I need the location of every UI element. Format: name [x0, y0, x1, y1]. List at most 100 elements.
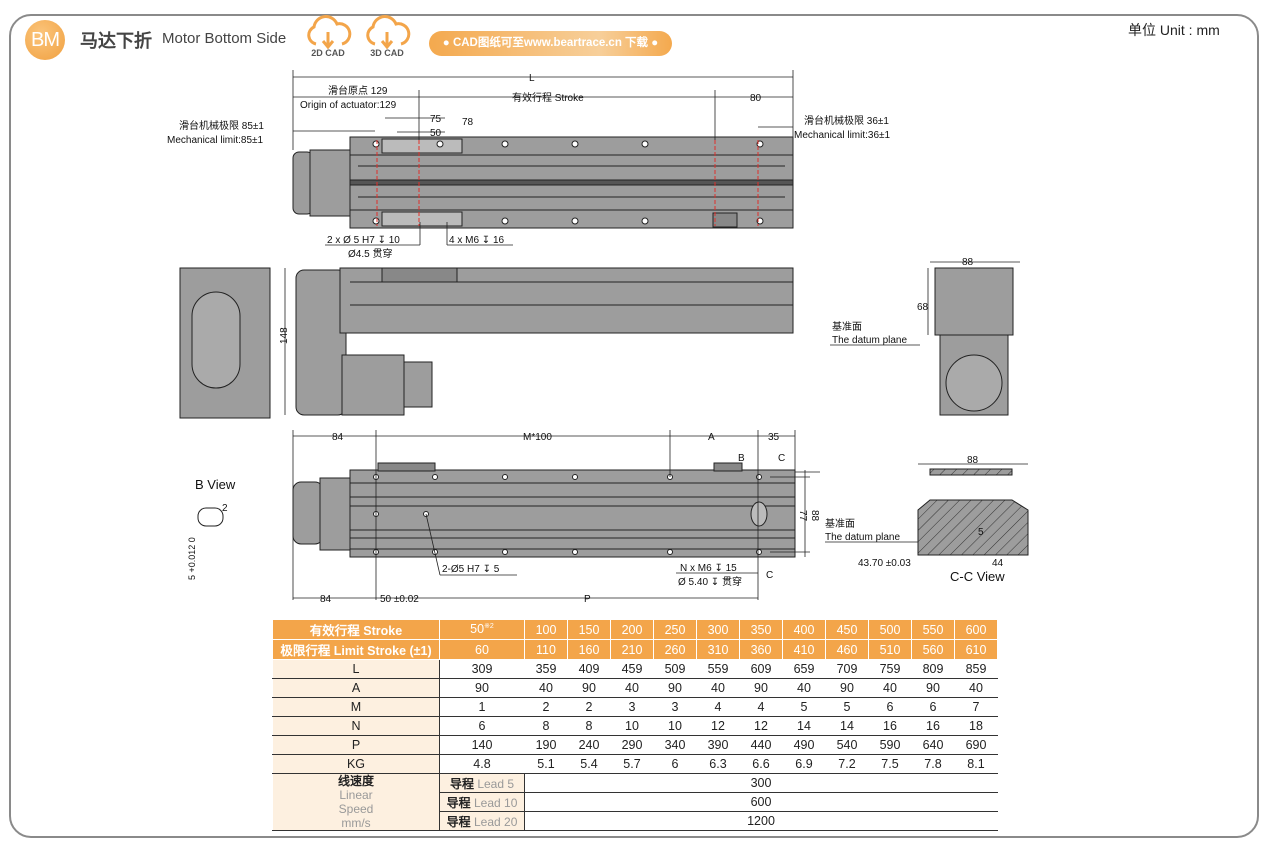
table-cell: 40	[524, 678, 568, 698]
limit-cell: 410	[782, 639, 826, 660]
limit-cell: 160	[567, 639, 611, 660]
datum-cn: 基准面	[832, 320, 862, 333]
row-label: L	[272, 659, 440, 679]
cloud-download-icon	[366, 15, 411, 50]
table-cell: 5	[825, 697, 869, 717]
origin-en: Origin of actuator:129	[300, 100, 397, 111]
table-cell: 16	[911, 716, 955, 736]
side-view	[179, 267, 1014, 419]
lead-cn: 导程	[446, 795, 471, 810]
dim-78: 78	[462, 117, 474, 128]
table-cell: 490	[782, 735, 826, 755]
datum-en: The datum plane	[832, 335, 907, 346]
stroke-cell: 350	[739, 619, 783, 640]
unit-label: 单位 Unit : mm	[1128, 22, 1220, 38]
dim-84-top: 84	[332, 432, 344, 443]
speed-label-cn: 线速度	[337, 774, 374, 788]
table-cell: 409	[567, 659, 611, 679]
stroke-cell: 600	[954, 619, 998, 640]
table-cell: 7.5	[868, 754, 912, 774]
table-cell: 90	[653, 678, 697, 698]
row-label: KG	[272, 754, 440, 774]
table-cell: 1	[439, 697, 525, 717]
series-logo: BM	[25, 20, 65, 60]
dim-2: 2	[222, 503, 228, 514]
table-cell: 90	[439, 678, 525, 698]
dim-68: 68	[917, 302, 929, 313]
cloud-download-icon	[307, 15, 352, 50]
table-cell: 5.4	[567, 754, 611, 774]
stroke-cell: 450	[825, 619, 869, 640]
label-B: B	[738, 453, 745, 464]
dim-84-bottom: 84	[320, 594, 332, 605]
table-cell: 6	[868, 697, 912, 717]
table-cell: 8	[524, 716, 568, 736]
limit-cell: 560	[911, 639, 955, 660]
lead-label: 导程 Lead 5	[439, 773, 525, 793]
download-link[interactable]: ● CAD图纸可至www.beartrace.cn 下载 ●	[429, 31, 672, 56]
table-cell: 6.3	[696, 754, 740, 774]
table-cell: 7.8	[911, 754, 955, 774]
cad-2d-download[interactable]: 2D CAD	[302, 14, 354, 58]
table-cell: 18	[954, 716, 998, 736]
dim-88-cc: 88	[967, 455, 979, 466]
table-cell: 40	[782, 678, 826, 698]
cad-2d-label: 2D CAD	[311, 48, 345, 58]
stroke-label: 有效行程 Stroke	[272, 619, 440, 640]
table-cell: 12	[696, 716, 740, 736]
table-cell: 459	[610, 659, 654, 679]
table-cell: 6	[653, 754, 697, 774]
dim-35: 35	[768, 432, 780, 443]
table-cell: 5.1	[524, 754, 568, 774]
stroke-cell: 500	[868, 619, 912, 640]
table-cell: 2	[567, 697, 611, 717]
cad-3d-download[interactable]: 3D CAD	[361, 14, 413, 58]
page-frame	[9, 14, 1259, 838]
dim-77: 77	[797, 510, 808, 522]
dim-P: P	[584, 594, 591, 605]
table-cell: 4	[696, 697, 740, 717]
limit-cell: 460	[825, 639, 869, 660]
label-C-top: C	[778, 453, 785, 464]
table-cell: 4	[739, 697, 783, 717]
table-cell: 190	[524, 735, 568, 755]
table-cell: 14	[825, 716, 869, 736]
hole-spec-3: 2-Ø5 H7 ↧ 5	[442, 564, 500, 575]
table-cell: 90	[567, 678, 611, 698]
table-cell: 3	[653, 697, 697, 717]
mech-limit-left-cn: 滑台机械极限 85±1	[179, 119, 264, 132]
stroke-cell: 550	[911, 619, 955, 640]
lead-value: Lead 5	[477, 776, 515, 791]
limit-label: 极限行程 Limit Stroke (±1)	[272, 639, 440, 660]
table-cell: 509	[653, 659, 697, 679]
table-cell: 10	[610, 716, 654, 736]
top-view	[292, 136, 794, 229]
mech-limit-right-en: Mechanical limit:36±1	[794, 130, 891, 141]
stroke-value: 50	[470, 622, 485, 637]
table-cell: 90	[911, 678, 955, 698]
dim-m100: M*100	[523, 432, 552, 443]
table-cell: 6	[439, 716, 525, 736]
table-cell: 559	[696, 659, 740, 679]
lead-value: Lead 20	[473, 814, 518, 829]
origin-cn: 滑台原点 129	[328, 84, 388, 97]
lead-cn: 导程	[446, 814, 471, 829]
cc-view-title: C-C View	[950, 569, 1005, 584]
dim-148: 148	[279, 327, 290, 344]
table-cell: 309	[439, 659, 525, 679]
mech-limit-right-cn: 滑台机械极限 36±1	[804, 114, 889, 127]
title-cn: 马达下折	[80, 31, 152, 51]
table-cell: 8	[567, 716, 611, 736]
speed-value: 600	[524, 792, 998, 812]
lead-value: Lead 10	[473, 795, 518, 810]
table-cell: 759	[868, 659, 912, 679]
table-cell: 4.8	[439, 754, 525, 774]
table-cell: 2	[524, 697, 568, 717]
mech-limit-left-en: Mechanical limit:85±1	[167, 135, 264, 146]
table-cell: 540	[825, 735, 869, 755]
